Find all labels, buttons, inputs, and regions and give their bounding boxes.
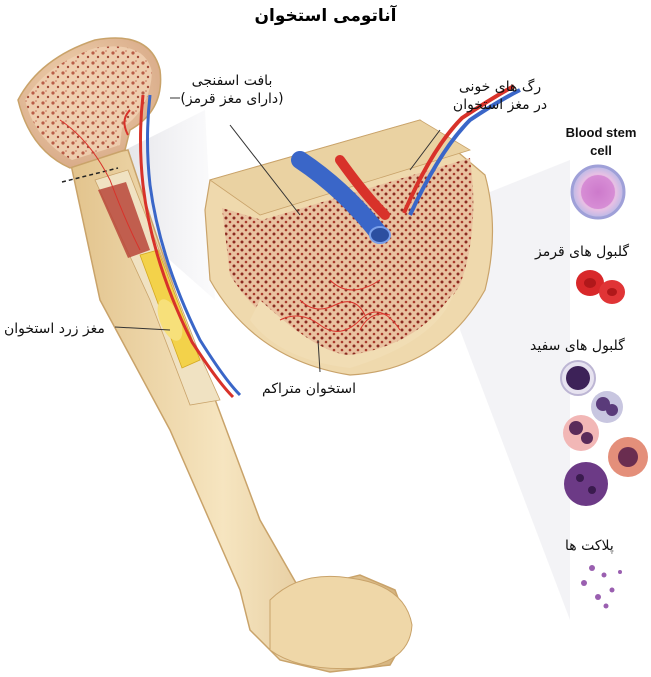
page-title: آناتومی استخوان [0, 6, 651, 26]
spongy-tissue-label-line2: (دارای مغز قرمز) [172, 90, 292, 108]
blood-vessels-label-line1: رگ های خونی [435, 78, 565, 96]
red-blood-cells [576, 270, 625, 304]
spongy-tissue-label-line1: بافت اسفنجی [172, 72, 292, 90]
blood-stem-cell-label-line1: Blood stem [556, 124, 646, 142]
white-blood-cells [561, 361, 648, 506]
blood-stem-cell-label: Blood stem cell [556, 124, 646, 160]
blood-stem-cell-label-line2: cell [556, 142, 646, 160]
blood-stem-cell [572, 166, 624, 218]
platelets [581, 565, 622, 609]
blood-vessels-label-line2: در مغز استخوان [435, 96, 565, 114]
spongy-tissue-label: بافت اسفنجی (دارای مغز قرمز) [172, 72, 292, 108]
compact-bone-label: استخوان متراکم [262, 380, 356, 398]
white-blood-cells-label: گلبول های سفید [530, 337, 625, 355]
red-blood-cells-label: گلبول های قرمز [535, 243, 629, 261]
blood-vessels-label: رگ های خونی در مغز استخوان [435, 78, 565, 114]
platelets-label: پلاکت ها [565, 537, 614, 555]
yellow-marrow-label: مغز زرد استخوان [4, 320, 105, 338]
